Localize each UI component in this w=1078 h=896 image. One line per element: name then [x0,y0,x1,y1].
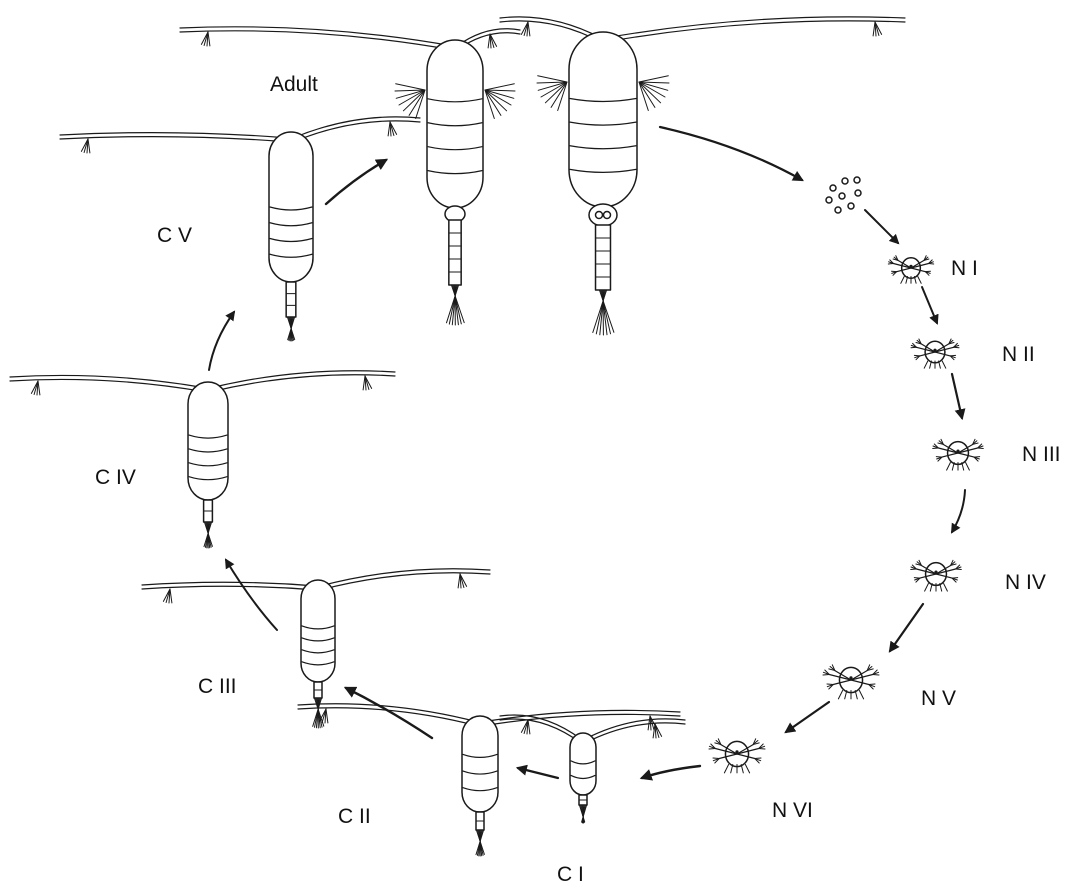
arrow-c5-to-adult [326,160,386,204]
label-nauplius-4: N IV [1005,572,1046,593]
arrow-n4-to-n5 [890,604,923,651]
nauplius-1 [888,256,933,284]
copepodite-2 [298,704,680,856]
organisms-layer [10,17,983,856]
arrow-n2-to-n3 [952,374,962,418]
arrow-n6-to-c1 [642,766,700,778]
label-copepodite-4: C IV [95,467,136,488]
arrow-c1-to-c2 [518,768,558,778]
copepodite-4 [10,371,395,548]
arrow-eggs-to-n1 [865,210,898,243]
arrow-n1-to-n2 [922,287,937,323]
label-nauplius-3: N III [1022,444,1061,465]
label-copepodite-5: C V [157,225,192,246]
arrow-adult-to-eggs [660,127,802,180]
arrow-n5-to-n6 [786,702,829,732]
label-nauplius-2: N II [1002,344,1035,365]
label-nauplius-6: N VI [772,800,813,821]
nauplius-5 [823,665,879,699]
arrow-c3-to-c4 [226,560,277,630]
label-copepodite-1: C I [557,864,584,885]
label-copepodite-2: C II [338,806,371,827]
arrow-c4-to-c5 [209,312,234,370]
copepodite-5 [60,117,420,341]
nauplius-3 [933,439,984,470]
adult-female [500,17,905,335]
nauplius-4 [911,560,962,591]
label-nauplius-1: N I [951,258,978,279]
arrow-c2-to-c3 [346,688,432,738]
copepodite-1 [500,715,685,823]
label-adult: Adult [270,74,318,95]
label-copepodite-3: C III [198,676,237,697]
arrow-n3-to-n4 [952,490,965,532]
nauplius-6 [709,739,765,773]
adult-male [180,27,520,325]
egg-cluster [826,177,861,213]
nauplius-2 [911,339,959,368]
label-nauplius-5: N V [921,688,956,709]
